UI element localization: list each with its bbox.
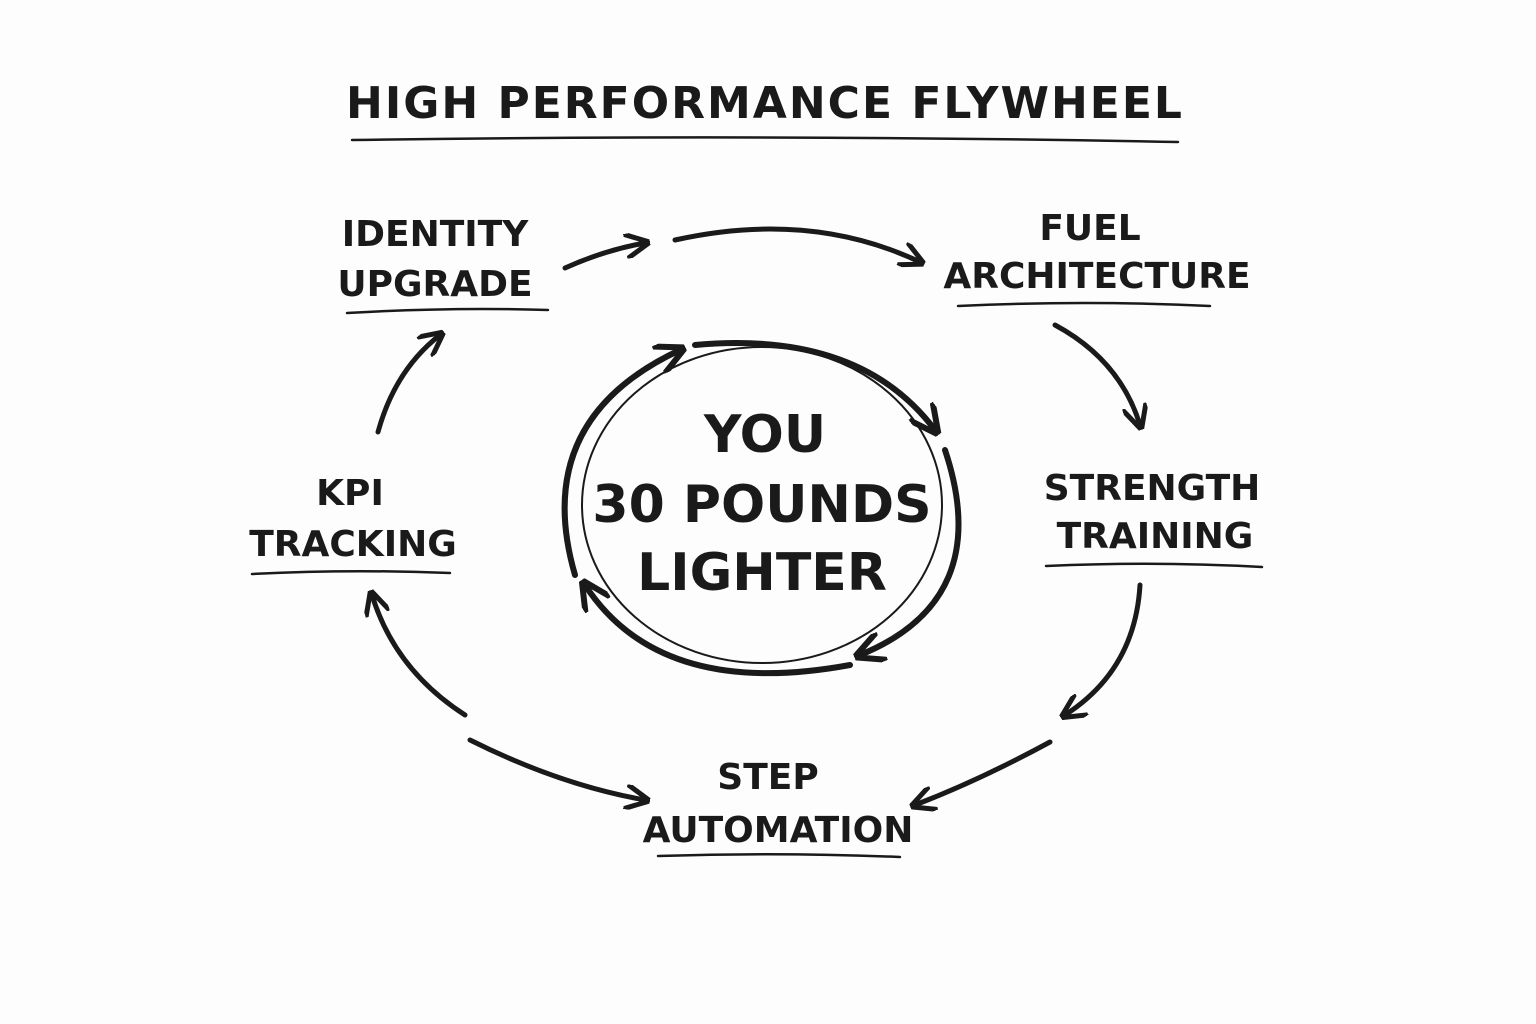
node-identity-upgrade: IDENTITY UPGRADE xyxy=(337,214,550,315)
node-fuel-architecture: FUEL ARCHITECTURE xyxy=(943,208,1251,308)
node-underline xyxy=(1044,562,1264,569)
node-underline xyxy=(345,307,550,315)
node-underline xyxy=(656,852,902,859)
node-label-line2: AUTOMATION xyxy=(643,810,914,851)
node-label-line1: STRENGTH xyxy=(1044,468,1261,509)
center-line2: 30 POUNDS xyxy=(592,475,931,535)
arrow-strength-to-step-lower xyxy=(915,739,1053,805)
node-kpi-tracking: KPI TRACKING xyxy=(249,473,457,576)
arrow-kpi-to-identity xyxy=(375,335,440,435)
arrow-fuel-to-strength xyxy=(1052,322,1140,425)
node-label-line1: IDENTITY xyxy=(342,214,530,255)
node-label-line1: FUEL xyxy=(1039,208,1140,249)
node-label-line1: STEP xyxy=(717,757,818,798)
node-label-line2: TRAINING xyxy=(1057,516,1254,557)
node-label-line1: KPI xyxy=(316,473,384,514)
center-line1: YOU xyxy=(703,405,826,465)
node-strength-training: STRENGTH TRAINING xyxy=(1044,468,1264,569)
diagram-title: HIGH PERFORMANCE FLYWHEEL xyxy=(346,78,1184,129)
center-goal: YOU 30 POUNDS LIGHTER xyxy=(592,405,931,603)
ring-arrow-top-right xyxy=(692,340,935,430)
ring-arrow-bottom-left xyxy=(585,585,853,677)
node-underline xyxy=(956,301,1212,308)
title-underline xyxy=(350,136,1180,144)
node-label-line2: UPGRADE xyxy=(337,264,532,305)
inner-cycle-ring xyxy=(561,340,962,677)
center-line3: LIGHTER xyxy=(637,543,887,603)
arrow-kpi-to-step xyxy=(467,737,645,800)
node-label-line2: TRACKING xyxy=(249,524,457,565)
arrow-identity-to-fuel xyxy=(672,226,920,262)
arrow-strength-to-step xyxy=(1065,582,1143,715)
node-underline xyxy=(250,569,452,576)
arrow-identity-to-fuel-short xyxy=(562,243,645,271)
node-label-line2: ARCHITECTURE xyxy=(943,256,1250,297)
inner-ring xyxy=(581,346,943,664)
ring-arrow-bottom-right xyxy=(860,447,962,655)
ring-arrow-top-left xyxy=(561,350,680,578)
outer-flywheel-arrows xyxy=(372,226,1143,805)
arrow-to-kpi xyxy=(372,595,468,718)
node-step-automation: STEP AUTOMATION xyxy=(643,757,914,859)
